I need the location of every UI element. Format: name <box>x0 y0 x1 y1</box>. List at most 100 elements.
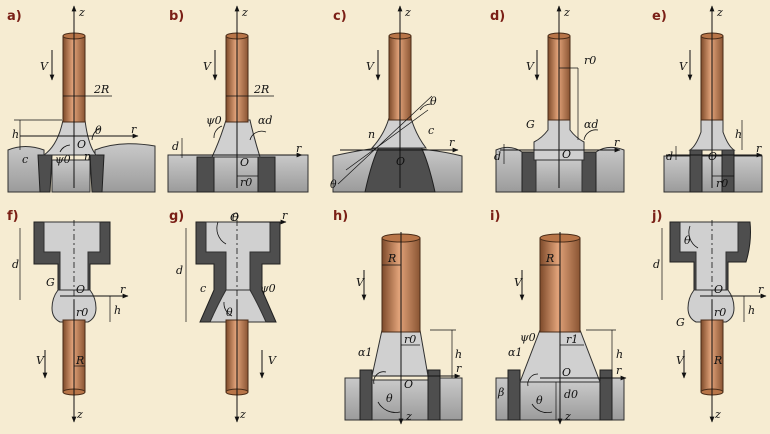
symbol-alpha1: α1 <box>358 346 372 359</box>
panel-h: h) z R V r0 α1 O h r θ <box>333 209 463 425</box>
panel-label: e) <box>652 9 667 24</box>
symbol-d: d <box>653 258 660 271</box>
symbol-z: z <box>564 410 571 423</box>
panel-label: i) <box>490 209 500 224</box>
panel-d: d) z V r0 G αd d O r <box>490 5 625 193</box>
symbol-o: O <box>562 366 571 379</box>
panel-e: e) z V h d O r r0 <box>652 5 763 193</box>
symbol-r: r <box>616 364 622 377</box>
symbol-v: V <box>36 354 45 367</box>
symbol-h: h <box>735 128 742 141</box>
panel-label: f) <box>7 209 19 224</box>
symbol-v: V <box>526 60 535 73</box>
symbol-r0: r0 <box>76 306 88 319</box>
symbol-r0: r0 <box>240 176 252 189</box>
symbol-r: r <box>449 136 455 149</box>
symbol-r: r <box>456 362 462 375</box>
symbol-o: O <box>714 283 723 296</box>
symbol-v: V <box>203 60 212 73</box>
panel-c: c) z V θ n c O r θ <box>330 5 463 193</box>
panel-label: d) <box>490 9 505 24</box>
symbol-2r: 2R <box>253 83 269 96</box>
symbol-v: V <box>679 60 688 73</box>
symbol-z: z <box>239 408 246 421</box>
panel-label: c) <box>333 9 347 24</box>
symbol-v: V <box>514 276 523 289</box>
symbol-alpha-d: αd <box>258 114 272 127</box>
panel-label: j) <box>651 209 662 224</box>
symbol-z: z <box>716 6 723 19</box>
symbol-o: O <box>76 283 85 296</box>
panel-a: a) z V 2R h c ψ0 n θ O r <box>7 5 156 193</box>
symbol-r: r <box>614 136 620 149</box>
symbol-r0: r0 <box>714 306 726 319</box>
symbol-o: O <box>404 378 413 391</box>
panel-label: a) <box>7 9 22 24</box>
symbol-h: h <box>12 128 19 141</box>
symbol-o: O <box>708 150 717 163</box>
symbol-r0: r0 <box>404 333 416 346</box>
symbol-r: r <box>131 123 137 136</box>
symbol-theta-low: θ <box>330 178 337 191</box>
symbol-theta: θ <box>430 95 437 108</box>
symbol-theta: θ <box>386 392 393 405</box>
symbol-r1: r1 <box>566 333 578 346</box>
symbol-r-radius: R <box>387 252 396 265</box>
symbol-r-radius: R <box>75 354 84 367</box>
symbol-h: h <box>114 304 121 317</box>
symbol-v: V <box>676 354 685 367</box>
symbol-v: V <box>366 60 375 73</box>
symbol-h: h <box>455 348 462 361</box>
symbol-h: h <box>616 348 623 361</box>
symbol-alpha1: α1 <box>508 346 522 359</box>
symbol-r: r <box>282 209 288 222</box>
symbol-g: G <box>526 118 535 131</box>
symbol-r: r <box>756 142 762 155</box>
symbol-2r: 2R <box>93 83 109 96</box>
symbol-d: d <box>12 258 19 271</box>
symbol-z: z <box>714 408 721 421</box>
symbol-n: n <box>84 150 91 163</box>
symbol-r: r <box>758 283 764 296</box>
symbol-beta: β <box>497 386 504 399</box>
symbol-r: r <box>120 283 126 296</box>
symbol-r-radius: R <box>713 354 722 367</box>
symbol-r0: r0 <box>584 54 596 67</box>
symbol-g: G <box>676 316 685 329</box>
symbol-r: r <box>296 142 302 155</box>
symbol-z: z <box>404 6 411 19</box>
symbol-d: d <box>494 150 501 163</box>
panel-label: g) <box>169 209 184 224</box>
panel-label: b) <box>169 9 184 24</box>
panel-label: h) <box>333 209 348 224</box>
symbol-o: O <box>396 155 405 168</box>
symbol-theta: θ <box>684 234 691 247</box>
symbol-o: O <box>240 156 249 169</box>
symbol-r-radius: R <box>545 252 554 265</box>
symbol-g: G <box>46 276 55 289</box>
symbol-theta-low: θ <box>226 306 233 319</box>
symbol-c: c <box>22 153 28 166</box>
symbol-h: h <box>748 304 755 317</box>
symbol-v: V <box>356 276 365 289</box>
symbol-o: O <box>562 148 571 161</box>
symbol-theta: θ <box>95 124 102 137</box>
symbol-psi0: ψ0 <box>55 153 71 166</box>
symbol-r0: r0 <box>716 177 728 190</box>
symbol-d: d <box>176 264 183 277</box>
symbol-c: c <box>200 282 206 295</box>
symbol-psi0: ψ0 <box>260 282 276 295</box>
symbol-o: O <box>230 211 239 224</box>
symbol-z: z <box>78 6 85 19</box>
symbol-d: d <box>666 150 673 163</box>
symbol-o: O <box>77 138 86 151</box>
symbol-z: z <box>241 6 248 19</box>
symbol-alpha-d: αd <box>584 118 598 131</box>
symbol-v: V <box>40 60 49 73</box>
panel-g: g) θ O r d c ψ0 θ V z <box>169 209 288 423</box>
symbol-v: V <box>268 354 277 367</box>
symbol-psi0: ψ0 <box>206 114 222 127</box>
symbol-z: z <box>405 410 412 423</box>
panel-f: f) d G O r r0 h V R z <box>7 209 129 423</box>
